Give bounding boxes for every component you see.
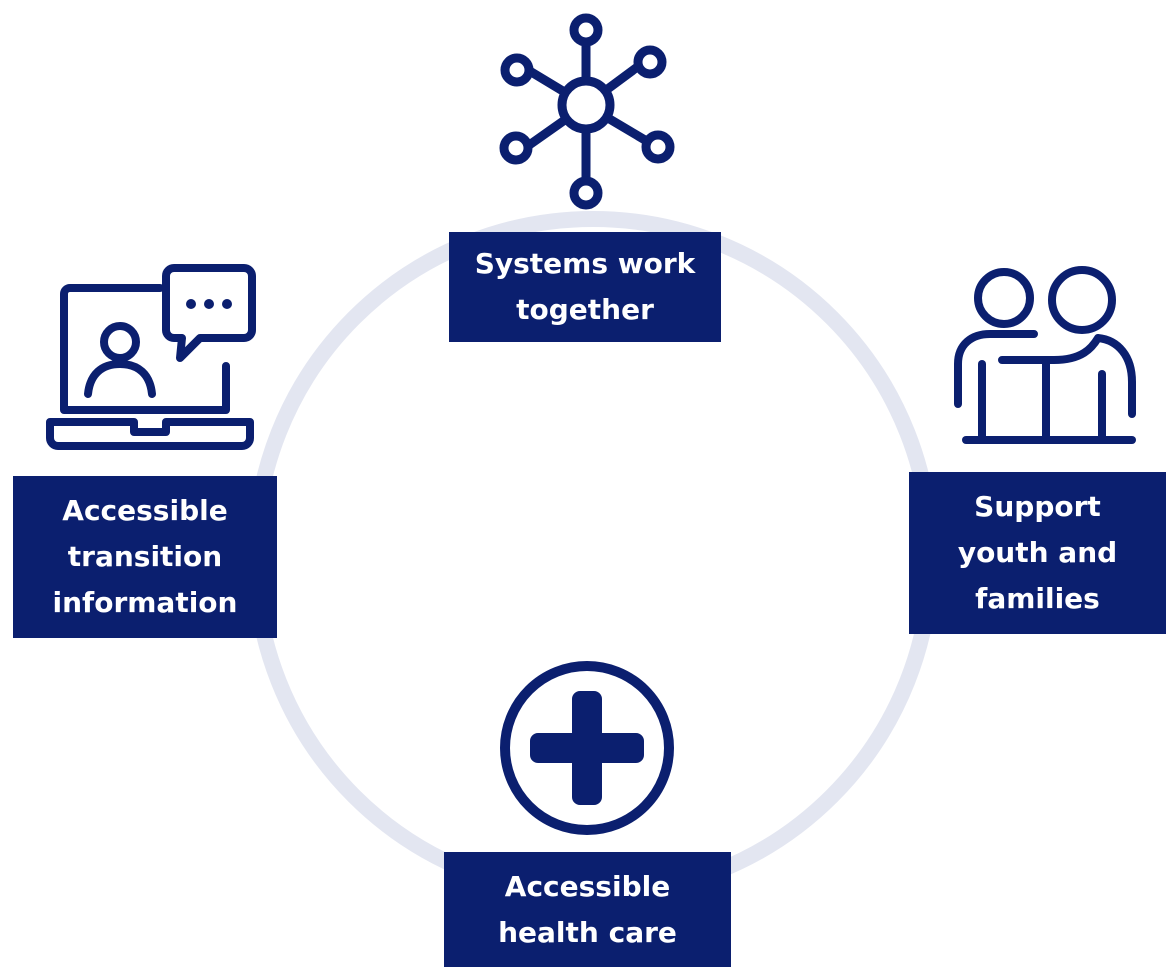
accessible-health-care-box: Accessible health care (444, 852, 731, 967)
network-hub-icon (499, 13, 675, 210)
two-people-embrace-icon (954, 266, 1136, 444)
systems-work-together-box: Systems work together (449, 232, 721, 342)
support-youth-and-families-label: Support youth and families (957, 490, 1118, 615)
systems-work-together-label: Systems work together (474, 247, 696, 326)
accessible-transition-information-box: Accessible transition information (13, 476, 277, 638)
support-youth-and-families-box: Support youth and families (909, 472, 1166, 634)
accessible-health-care-label: Accessible health care (498, 869, 677, 949)
accessible-transition-information-label: Accessible transition information (52, 494, 238, 619)
laptop-video-chat-icon (46, 264, 256, 450)
medical-cross-icon (500, 661, 674, 835)
